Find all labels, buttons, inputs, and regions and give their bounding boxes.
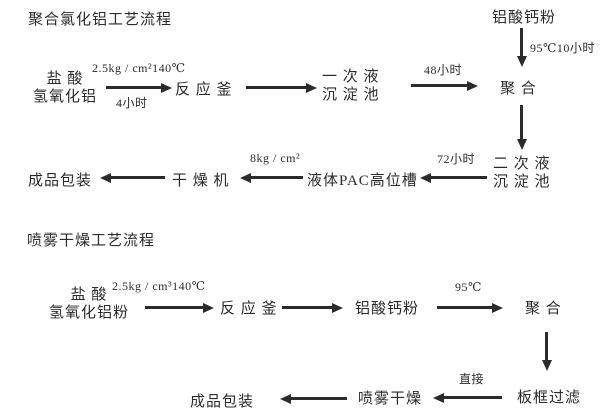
edge-label-reactor-time: 4小时 <box>116 96 148 110</box>
arrow-spray-feed-to-reactor <box>145 302 214 313</box>
pac-node-dryer: 干 燥 机 <box>172 173 230 189</box>
pac-feed-line2: 氢氧化铝 <box>32 89 97 105</box>
edge-label-direct: 直接 <box>459 372 485 386</box>
edge-label-reactor-condition: 2.5kg / cm²140℃ <box>92 61 186 75</box>
arrow-filter-to-spray-drying <box>433 392 502 403</box>
pac-node-secondary-tank: 二 次 液 沉 淀 池 <box>493 155 551 191</box>
arrow-pac-tank-to-dryer <box>240 172 303 183</box>
pac-node-primary-tank: 一 次 液 沉 淀 池 <box>322 68 380 104</box>
edge-label-calcium-condition: 95℃10小时 <box>530 41 595 55</box>
pac-node-calcium-powder: 铝酸钙粉 <box>492 10 557 26</box>
pac-node-packaging: 成品包装 <box>28 173 93 189</box>
spray-node-reactor: 反 应 釜 <box>220 301 278 317</box>
edge-label-spray-reactor-condition: 2.5kg / cm³140℃ <box>112 279 206 293</box>
arrow-secondary-tank-to-pac-tank <box>420 172 487 183</box>
arrow-spray-polymerization-to-filter <box>541 332 552 371</box>
arrow-primary-tank-to-polymerization <box>411 80 478 91</box>
spray-node-feed: 盐 酸 氢氧化铝粉 <box>36 286 142 322</box>
pac-node-polymerization: 聚 合 <box>500 81 537 97</box>
arrow-spray-calcium-to-polymerization <box>437 302 503 313</box>
pac-flow-title: 聚合氯化铝工艺流程 <box>28 12 173 28</box>
arrow-calcium-to-polymerization <box>516 28 527 67</box>
arrow-polymerization-to-secondary-tank <box>516 105 527 150</box>
pac-primary-tank-line2: 沉 淀 池 <box>322 87 380 103</box>
arrow-spray-drying-to-packaging <box>280 393 347 404</box>
spray-node-calcium-powder: 铝酸钙粉 <box>355 301 420 317</box>
spray-node-packaging: 成品包装 <box>190 394 255 410</box>
spray-node-spray-drying: 喷雾干燥 <box>358 391 423 407</box>
arrow-reactor-to-primary-tank <box>246 82 317 93</box>
pac-feed-line1: 盐 酸 <box>46 71 84 87</box>
pac-secondary-tank-line2: 沉 淀 池 <box>493 174 551 190</box>
edge-label-spray-poly-temp: 95℃ <box>455 280 482 294</box>
pac-primary-tank-line1: 一 次 液 <box>322 69 380 85</box>
edge-label-secondary-time: 72小时 <box>437 152 476 166</box>
edge-label-dryer-pressure: 8kg / cm² <box>250 151 301 165</box>
pac-node-reactor: 反 应 釜 <box>175 82 233 98</box>
spray-node-polymerization: 聚 合 <box>525 301 562 317</box>
spray-node-filter: 板框过滤 <box>517 390 582 406</box>
spray-flow-title: 喷雾干燥工艺流程 <box>27 233 156 249</box>
pac-node-feed: 盐 酸 氢氧化铝 <box>22 70 108 106</box>
spray-feed-line1: 盐 酸 <box>70 287 108 303</box>
arrow-feed-to-reactor <box>106 82 172 93</box>
arrow-dryer-to-packaging <box>100 172 165 183</box>
edge-label-primary-time: 48小时 <box>424 63 463 77</box>
pac-node-pac-tank: 液体PAC高位槽 <box>307 173 418 189</box>
spray-feed-line2: 氢氧化铝粉 <box>48 305 129 321</box>
arrow-spray-reactor-to-calcium <box>282 302 343 313</box>
pac-secondary-tank-line1: 二 次 液 <box>493 156 551 172</box>
